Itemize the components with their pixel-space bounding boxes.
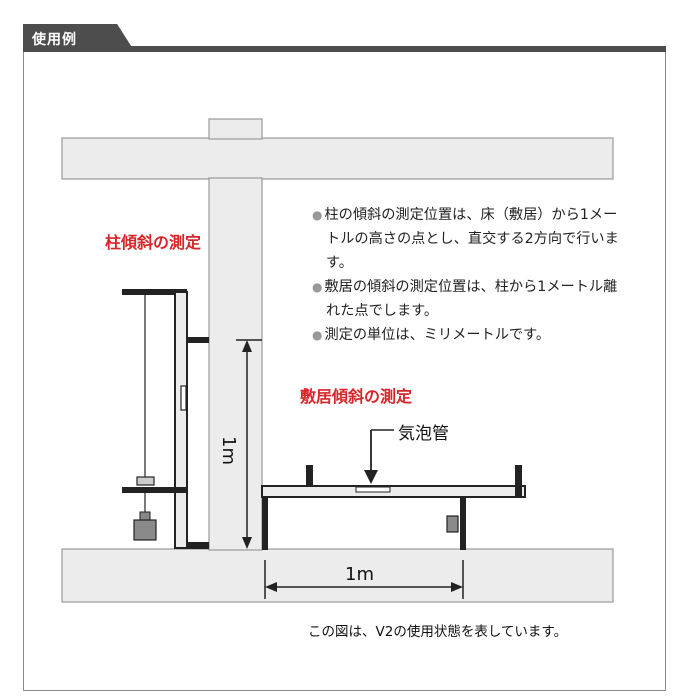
note-item: ●測定の単位は、ミリメートルです。 (312, 327, 551, 343)
sill-measurement-title: 敷居傾斜の測定 (300, 387, 413, 406)
diagram-caption: この図は、V2の使用状態を表しています。 (308, 624, 568, 640)
level-tube-pointer (364, 429, 394, 484)
section-tab-label: 使用例 (32, 32, 77, 48)
header-bar (23, 46, 666, 52)
bullet-icon: ● (312, 328, 323, 342)
measurement-notes: ●柱の傾斜の測定位置は、床（敷居）から1メートルの高さの点とし、直交する2方向で… (312, 203, 622, 347)
pillar-measurement-title: 柱傾斜の測定 (105, 233, 202, 252)
bullet-icon: ● (312, 280, 323, 294)
pillar-top (208, 118, 263, 140)
bullet-icon: ● (312, 208, 323, 222)
vertical-dimension (236, 339, 262, 549)
note-item: ●柱の傾斜の測定位置は、床（敷居）から1メートルの高さの点とし、直交する2方向で… (312, 207, 619, 271)
floor (61, 548, 614, 603)
sill-gauge (261, 465, 526, 550)
width-1m-label: 1m (345, 564, 374, 585)
pillar (208, 177, 263, 551)
note-item: ●敷居の傾斜の測定位置は、柱から1メートル離れた点でします。 (312, 279, 618, 319)
beam (61, 137, 614, 180)
level-tube-label: 気泡管 (398, 424, 449, 444)
height-1m-label: 1m (218, 436, 239, 465)
pillar-gauge (122, 289, 209, 549)
horizontal-dimension (264, 560, 464, 599)
